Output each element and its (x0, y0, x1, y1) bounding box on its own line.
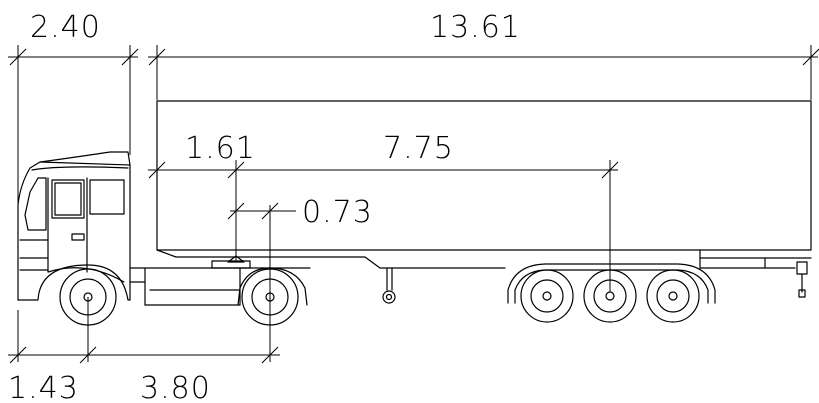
dim-kingpin-offset: 1.61 (185, 131, 256, 166)
dim-trailer-length: 13.61 (430, 10, 521, 45)
dim-wheelbase: 3.80 (140, 371, 211, 403)
dim-kingpin-to-axle: 7.75 (383, 131, 454, 166)
trailer (156, 100, 812, 323)
dim-cab-length: 2.40 (30, 10, 101, 45)
dimension-lines (8, 45, 819, 364)
dim-fifth-wheel-offset: 0.73 (302, 195, 373, 230)
dim-front-overhang: 1.43 (8, 371, 79, 403)
tractor (17, 151, 311, 326)
